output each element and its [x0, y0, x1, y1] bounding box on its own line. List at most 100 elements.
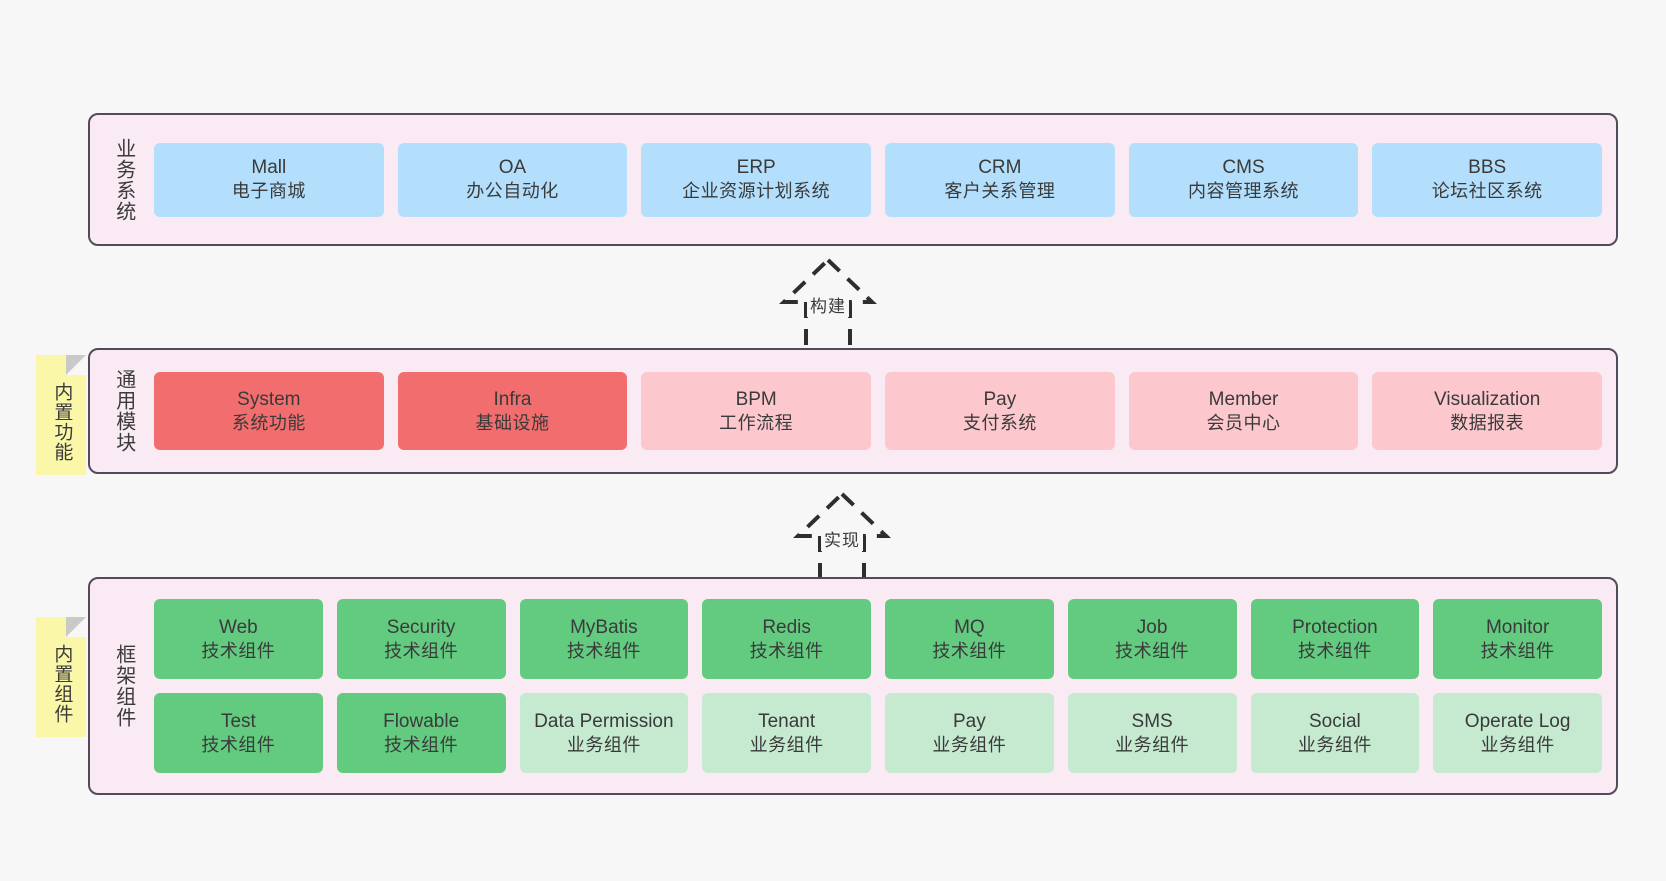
layer-framework-component-body: Web 技术组件 Security 技术组件 MyBatis 技术组件 Redi…	[144, 579, 1616, 793]
connector-implement-label: 实现	[821, 526, 863, 551]
node-mybatis-cn: 技术组件	[566, 640, 641, 661]
node-erp[interactable]: ERP 企业资源计划系统	[641, 142, 872, 217]
node-pay-component[interactable]: Pay 业务组件	[885, 693, 1054, 773]
node-cms-cn: 内容管理系统	[1188, 181, 1300, 202]
node-flowable-cn: 技术组件	[384, 734, 459, 755]
connector-build: 构建	[748, 256, 908, 354]
node-job[interactable]: Job 技术组件	[1067, 599, 1237, 679]
node-pay-component-en: Pay	[953, 710, 986, 732]
sticky-note-builtin-component-label: 内置组件	[51, 644, 73, 724]
node-social-en: Social	[1309, 710, 1361, 732]
node-visualization-en: Visualization	[1434, 388, 1541, 410]
layer-common-module[interactable]: 通用模块 System 系统功能 Infra 基础设施 BPM 工作流程 Pay…	[88, 348, 1618, 474]
node-data-permission-en: Data Permission	[534, 710, 674, 732]
node-oa[interactable]: OA 办公自动化	[397, 142, 628, 217]
layer-framework-component[interactable]: 框架组件 Web 技术组件 Security 技术组件 MyBatis 技术组件…	[88, 577, 1618, 795]
connector-build-label: 构建	[807, 292, 849, 317]
node-redis[interactable]: Redis 技术组件	[702, 599, 871, 679]
node-crm-en: CRM	[978, 157, 1022, 179]
node-infra[interactable]: Infra 基础设施	[397, 372, 628, 450]
node-test[interactable]: Test 技术组件	[154, 693, 323, 773]
node-member[interactable]: Member 会员中心	[1128, 372, 1359, 450]
node-member-en: Member	[1208, 388, 1279, 410]
node-social[interactable]: Social 业务组件	[1250, 693, 1420, 773]
node-job-en: Job	[1136, 616, 1168, 638]
node-tenant[interactable]: Tenant 业务组件	[702, 693, 871, 773]
node-mq-cn: 技术组件	[932, 640, 1007, 661]
node-pay-module[interactable]: Pay 支付系统	[885, 372, 1115, 450]
node-erp-en: ERP	[736, 157, 776, 179]
node-crm[interactable]: CRM 客户关系管理	[885, 142, 1115, 217]
layer-business-system[interactable]: 业务系统 Mall 电子商城 OA 办公自动化 ERP 企业资源计划系统 CRM…	[88, 113, 1618, 246]
node-bpm[interactable]: BPM 工作流程	[641, 372, 872, 450]
node-cms-en: CMS	[1222, 157, 1265, 179]
node-mall-cn: 电子商城	[231, 181, 306, 202]
node-tenant-cn: 业务组件	[749, 734, 824, 755]
node-data-permission[interactable]: Data Permission 业务组件	[519, 693, 689, 773]
node-social-cn: 业务组件	[1297, 734, 1372, 755]
node-mq[interactable]: MQ 技术组件	[885, 599, 1054, 679]
node-erp-cn: 企业资源计划系统	[682, 181, 831, 202]
framework-business-row: Test 技术组件 Flowable 技术组件 Data Permission …	[154, 693, 1602, 773]
node-mybatis-en: MyBatis	[570, 616, 638, 638]
node-redis-en: Redis	[762, 616, 811, 638]
node-web-en: Web	[219, 616, 258, 638]
node-pay-component-cn: 业务组件	[932, 734, 1007, 755]
node-sms-en: SMS	[1131, 710, 1173, 732]
layer-common-module-title: 通用模块	[112, 369, 135, 453]
layer-framework-component-title: 框架组件	[112, 644, 135, 728]
node-mybatis[interactable]: MyBatis 技术组件	[519, 599, 689, 679]
node-system[interactable]: System 系统功能	[154, 372, 384, 450]
node-operate-log[interactable]: Operate Log 业务组件	[1433, 693, 1602, 773]
node-visualization-cn: 数据报表	[1450, 412, 1525, 433]
node-flowable-en: Flowable	[383, 710, 460, 732]
node-web[interactable]: Web 技术组件	[154, 599, 323, 679]
layer-business-system-title: 业务系统	[112, 137, 135, 222]
node-system-en: System	[237, 388, 301, 410]
node-visualization[interactable]: Visualization 数据报表	[1372, 372, 1603, 450]
node-protection-en: Protection	[1292, 616, 1378, 638]
node-data-permission-cn: 业务组件	[566, 734, 641, 755]
connector-implement: 实现	[762, 490, 922, 588]
node-bpm-en: BPM	[735, 388, 777, 410]
node-flowable[interactable]: Flowable 技术组件	[336, 693, 506, 773]
node-monitor-cn: 技术组件	[1480, 640, 1555, 661]
node-bbs-en: BBS	[1468, 157, 1507, 179]
node-system-cn: 系统功能	[231, 412, 306, 433]
layer-common-module-body: System 系统功能 Infra 基础设施 BPM 工作流程 Pay 支付系统…	[144, 350, 1616, 472]
node-test-cn: 技术组件	[201, 734, 276, 755]
node-operate-log-cn: 业务组件	[1480, 734, 1555, 755]
node-oa-en: OA	[498, 157, 527, 179]
node-protection-cn: 技术组件	[1297, 640, 1372, 661]
node-mall[interactable]: Mall 电子商城	[154, 142, 384, 217]
node-protection[interactable]: Protection 技术组件	[1250, 599, 1420, 679]
node-sms-cn: 业务组件	[1115, 734, 1190, 755]
node-bbs-cn: 论坛社区系统	[1431, 181, 1543, 202]
node-sms[interactable]: SMS 业务组件	[1067, 693, 1237, 773]
node-pay-module-en: Pay	[983, 388, 1017, 410]
sticky-note-builtin-function-label: 内置功能	[51, 382, 73, 462]
node-mall-en: Mall	[251, 157, 287, 179]
node-infra-en: Infra	[493, 388, 532, 410]
layer-business-system-body: Mall 电子商城 OA 办公自动化 ERP 企业资源计划系统 CRM 客户关系…	[144, 115, 1616, 244]
node-redis-cn: 技术组件	[749, 640, 824, 661]
node-web-cn: 技术组件	[201, 640, 276, 661]
sticky-note-builtin-component: 内置组件	[36, 617, 86, 737]
node-monitor[interactable]: Monitor 技术组件	[1433, 599, 1602, 679]
node-crm-cn: 客户关系管理	[944, 181, 1056, 202]
common-module-row: System 系统功能 Infra 基础设施 BPM 工作流程 Pay 支付系统…	[154, 372, 1603, 450]
node-cms[interactable]: CMS 内容管理系统	[1128, 142, 1359, 217]
node-oa-cn: 办公自动化	[466, 181, 559, 202]
node-pay-module-cn: 支付系统	[962, 412, 1037, 433]
sticky-note-builtin-function: 内置功能	[36, 355, 86, 475]
node-security[interactable]: Security 技术组件	[336, 599, 506, 679]
node-test-en: Test	[220, 710, 256, 732]
node-bbs[interactable]: BBS 论坛社区系统	[1372, 142, 1603, 217]
node-operate-log-en: Operate Log	[1464, 710, 1571, 732]
node-infra-cn: 基础设施	[475, 412, 550, 433]
node-security-cn: 技术组件	[384, 640, 459, 661]
node-monitor-en: Monitor	[1485, 616, 1550, 638]
node-job-cn: 技术组件	[1115, 640, 1190, 661]
node-security-en: Security	[386, 616, 456, 638]
